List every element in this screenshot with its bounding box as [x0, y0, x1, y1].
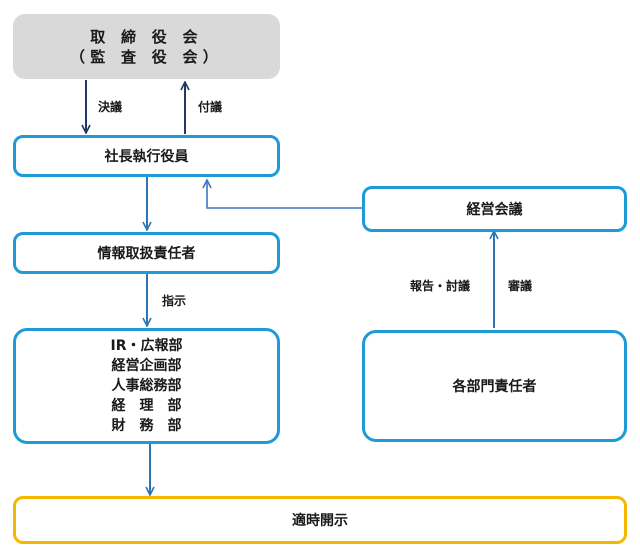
board-of-directors-box: 取 締 役 会 （監 査 役 会）: [13, 14, 280, 79]
department-heads-box: 各部門責任者: [362, 330, 627, 442]
department-accounting: 経 理 部: [111, 398, 182, 414]
deliberation-label: 審議: [508, 279, 533, 293]
instruction-label: 指示: [162, 294, 187, 308]
president-box: 社長執行役員: [13, 135, 280, 177]
info-officer-label: 情報取扱責任者: [97, 246, 196, 262]
submission-label: 付議: [198, 100, 223, 114]
department-ir: IR・広報部: [110, 338, 183, 354]
department-planning: 経営企画部: [111, 358, 182, 374]
departments-box: IR・広報部 経営企画部 人事総務部 経 理 部 財 務 部: [13, 328, 280, 444]
board-title: 取 締 役 会: [90, 27, 203, 46]
resolution-label: 決議: [98, 100, 123, 114]
management-meeting-label: 経営会議: [466, 202, 523, 218]
report-discuss-label: 報告・討議: [410, 279, 471, 293]
department-finance: 財 務 部: [111, 418, 182, 434]
meeting-to-president-arrow: [207, 180, 362, 209]
info-officer-box: 情報取扱責任者: [13, 232, 280, 274]
board-subtitle: （監 査 役 会）: [70, 47, 223, 66]
department-hr: 人事総務部: [111, 378, 182, 394]
timely-disclosure-label: 適時開示: [292, 513, 348, 529]
department-heads-label: 各部門責任者: [452, 379, 537, 395]
management-meeting-box: 経営会議: [362, 186, 627, 232]
president-label: 社長執行役員: [104, 149, 189, 165]
timely-disclosure-box: 適時開示: [13, 496, 627, 544]
